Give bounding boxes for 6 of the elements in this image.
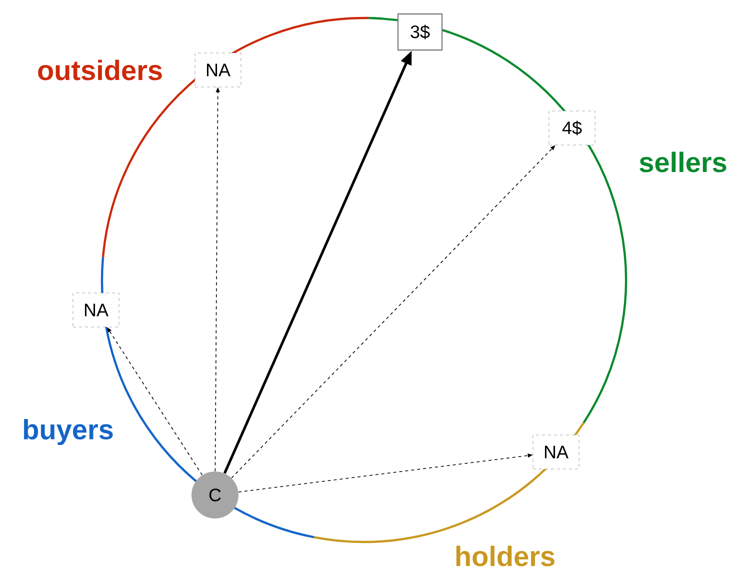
value-box: 4$	[548, 110, 596, 146]
value-box: NA	[194, 52, 242, 88]
value-box: NA	[532, 434, 580, 470]
group-label: buyers	[24, 418, 113, 446]
value-box: 3$	[397, 13, 443, 51]
value-box: NA	[72, 292, 120, 328]
